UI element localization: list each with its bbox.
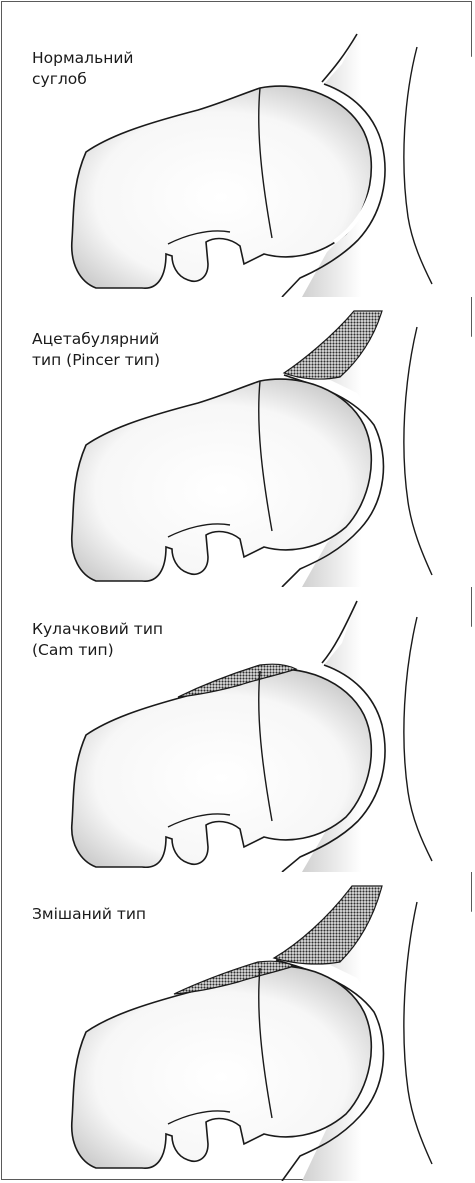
hip-joint-illustration xyxy=(2,2,473,297)
panel-cam: Кулачковий тип (Cam тип) xyxy=(2,587,473,872)
hip-joint-illustration xyxy=(2,872,473,1181)
hip-joint-illustration xyxy=(2,587,473,872)
hip-joint-illustration xyxy=(2,297,473,587)
panel-normal: Нормальний суглоб xyxy=(2,2,473,297)
panel-pincer: Ацетабулярний тип (Pincer тип) xyxy=(2,297,473,587)
panel-mixed: Змішаний тип xyxy=(2,872,473,1181)
